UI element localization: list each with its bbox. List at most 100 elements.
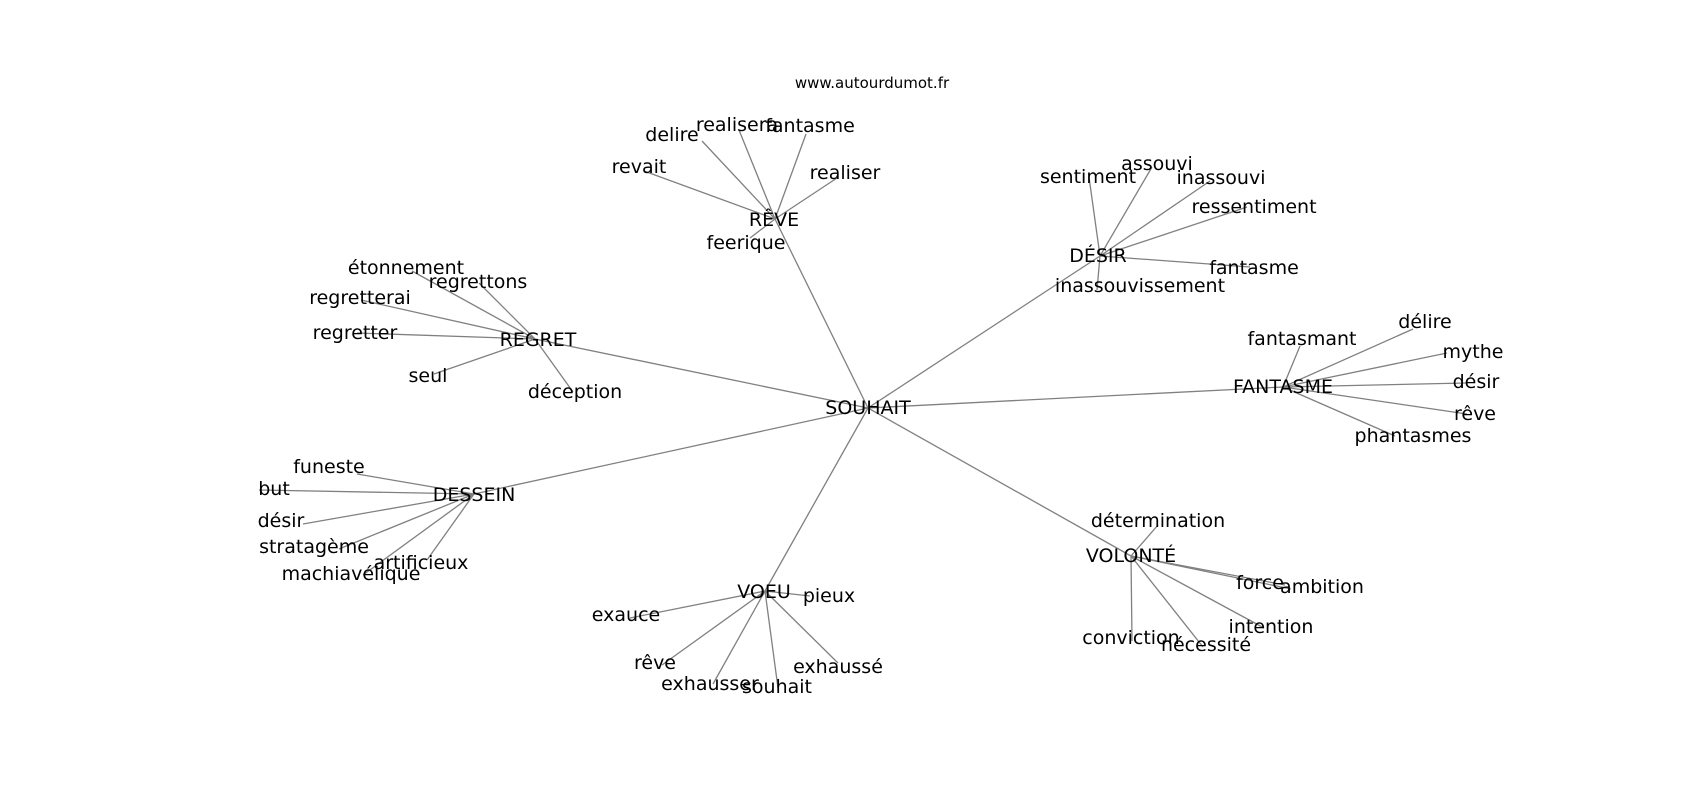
- word-node-label[interactable]: force: [1236, 572, 1284, 594]
- edge-hub-word: [1282, 328, 1414, 388]
- edge-hub-word: [764, 590, 811, 597]
- word-node-label[interactable]: délire: [1398, 311, 1451, 333]
- edge-hub-word: [712, 590, 766, 685]
- edge-hub-word: [774, 133, 807, 220]
- hub-node-label[interactable]: FANTASME: [1233, 376, 1333, 398]
- edge-hub-word: [1130, 555, 1133, 642]
- word-node-label[interactable]: conviction: [1082, 627, 1179, 649]
- word-node-label[interactable]: assouvi: [1121, 153, 1193, 175]
- word-node-label[interactable]: intention: [1229, 616, 1314, 638]
- edge-hub-word: [338, 493, 475, 550]
- word-node-label[interactable]: but: [258, 478, 290, 500]
- word-node-label[interactable]: rêve: [1454, 403, 1496, 425]
- word-node-label[interactable]: souhait: [742, 676, 812, 698]
- word-node-label[interactable]: seul: [409, 365, 448, 387]
- edge-center-hub: [867, 407, 1132, 557]
- edge-center-hub: [867, 386, 1284, 409]
- edge-hub-word: [1130, 555, 1292, 590]
- edge-hub-word: [701, 140, 776, 220]
- edge-center-hub: [534, 338, 869, 409]
- edge-hub-word: [643, 170, 776, 220]
- word-node-label[interactable]: détermination: [1091, 510, 1225, 532]
- edge-hub-word: [1088, 176, 1101, 257]
- word-node-label[interactable]: rêve: [634, 652, 676, 674]
- word-node-label[interactable]: machiavélique: [282, 563, 421, 585]
- edge-hub-word: [1282, 386, 1396, 437]
- edge-hub-word: [478, 282, 536, 340]
- edge-hub-word: [302, 493, 475, 525]
- hub-node-label[interactable]: VOEU: [737, 581, 791, 603]
- edge-hub-word: [629, 590, 766, 619]
- center-node-label[interactable]: SOUHAIT: [825, 397, 911, 419]
- edge-hub-word: [1130, 555, 1204, 648]
- edge-hub-word: [661, 590, 766, 666]
- edge-hub-word: [1096, 255, 1101, 291]
- edge-hub-word: [1282, 386, 1468, 415]
- word-node-label[interactable]: regretter: [313, 322, 398, 344]
- edge-hub-word: [738, 129, 776, 220]
- hub-node-label[interactable]: RÊVE: [749, 208, 799, 231]
- edge-hub-word: [1099, 255, 1251, 268]
- hub-node-label[interactable]: DÉSIR: [1069, 244, 1127, 267]
- word-node-label[interactable]: ambition: [1280, 576, 1364, 598]
- word-node-label[interactable]: phantasmes: [1355, 425, 1472, 447]
- word-node-label[interactable]: déception: [528, 381, 622, 403]
- hub-node-label[interactable]: REGRET: [500, 329, 577, 351]
- edge-hub-word: [356, 473, 475, 495]
- word-node-label[interactable]: désir: [1453, 371, 1500, 393]
- word-node-label[interactable]: regrettons: [429, 271, 528, 293]
- graph-edges: [258, 129, 1468, 689]
- word-node-label[interactable]: désir: [258, 510, 305, 532]
- word-node-label[interactable]: inassouvissement: [1055, 275, 1225, 297]
- word-node-label[interactable]: regretterai: [309, 287, 411, 309]
- word-node-label[interactable]: fantasme: [1209, 257, 1299, 279]
- word-node-label[interactable]: nécessité: [1161, 634, 1251, 656]
- graph-labels: SOUHAITRÊVEdelirerealiserafantasmerevait…: [258, 114, 1504, 698]
- edge-hub-word: [774, 177, 838, 220]
- edge-hub-word: [426, 493, 475, 561]
- word-node-label[interactable]: realiser: [810, 162, 881, 184]
- edge-hub-word: [1282, 345, 1301, 388]
- edge-hub-word: [764, 590, 779, 689]
- word-node-label[interactable]: delire: [645, 124, 698, 146]
- word-node-label[interactable]: ressentiment: [1191, 196, 1316, 218]
- word-node-label[interactable]: feerique: [707, 232, 786, 254]
- edge-hub-word: [362, 493, 475, 576]
- word-node-label[interactable]: funeste: [293, 456, 365, 478]
- edge-hub-word: [1130, 524, 1159, 557]
- word-node-label[interactable]: fantasmant: [1247, 328, 1356, 350]
- edge-hub-word: [360, 299, 536, 340]
- word-node-label[interactable]: stratagème: [259, 536, 369, 558]
- word-node-label[interactable]: exhausser: [661, 673, 759, 695]
- word-node-label[interactable]: sentiment: [1040, 166, 1136, 188]
- hub-node-label[interactable]: VOLONTÉ: [1086, 544, 1176, 567]
- edge-hub-word: [749, 218, 776, 239]
- edge-hub-word: [258, 489, 475, 495]
- word-node-label[interactable]: exhaussé: [793, 656, 883, 678]
- edge-hub-word: [534, 338, 574, 393]
- word-node-label[interactable]: pieux: [803, 585, 855, 607]
- edge-hub-word: [1099, 180, 1211, 257]
- edge-hub-word: [764, 590, 839, 664]
- word-node-label[interactable]: mythe: [1443, 341, 1504, 363]
- edge-hub-word: [1282, 352, 1448, 388]
- edge-hub-word: [411, 270, 536, 340]
- edge-hub-word: [1099, 166, 1153, 257]
- edge-hub-word: [1130, 555, 1265, 629]
- watermark: www.autourdumot.fr: [795, 74, 950, 92]
- edge-hub-word: [1282, 382, 1467, 388]
- word-node-label[interactable]: inassouvi: [1177, 167, 1266, 189]
- edge-center-hub: [473, 407, 869, 495]
- word-node-label[interactable]: fantasme: [765, 115, 855, 137]
- hub-node-label[interactable]: DESSEIN: [433, 484, 516, 506]
- edge-center-hub: [867, 255, 1101, 409]
- word-node-label[interactable]: realisera: [696, 114, 778, 136]
- word-node-label[interactable]: étonnement: [348, 257, 464, 279]
- edge-hub-word: [433, 338, 536, 375]
- word-node-label[interactable]: revait: [612, 156, 667, 178]
- edge-hub-word: [356, 332, 536, 340]
- edge-hub-word: [1099, 206, 1248, 257]
- word-node-label[interactable]: artificieux: [374, 552, 469, 574]
- word-node-label[interactable]: exauce: [592, 604, 660, 626]
